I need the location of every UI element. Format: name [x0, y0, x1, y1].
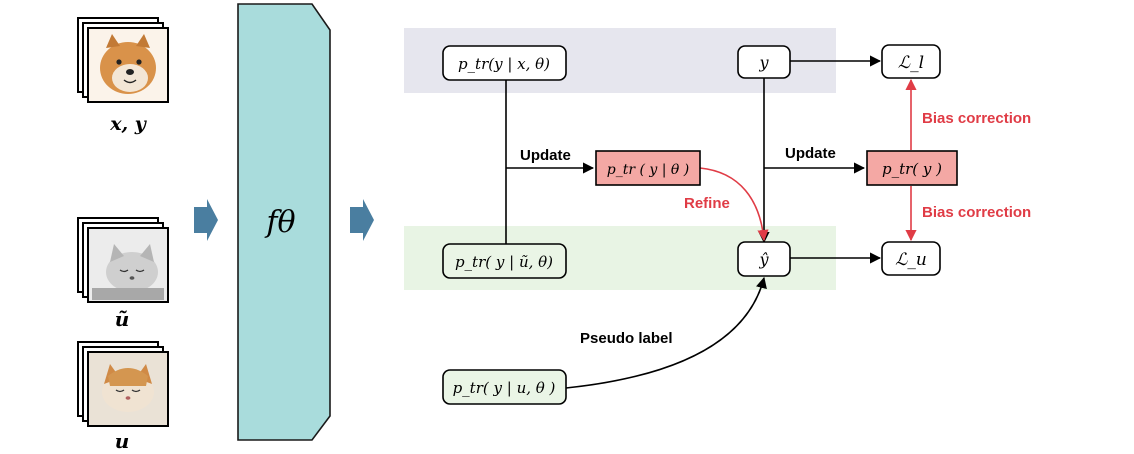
model-to-output-arrow [350, 199, 374, 241]
p-unlabeled-text: p_tr( y | u, θ ) [453, 379, 556, 397]
labeled-image-stack [77, 17, 169, 103]
p-unlabeled-node [442, 369, 567, 405]
update-left-label: Update [520, 147, 571, 164]
update-right-label: Update [785, 145, 836, 162]
gray-cat-image [92, 244, 164, 300]
labeled-input-caption: x, y [109, 113, 148, 135]
p-labeled-text: p_tr(y | x, θ) [458, 55, 550, 73]
dog-image [100, 34, 156, 94]
y-true-node [737, 45, 791, 79]
loss-l-node [881, 44, 941, 79]
loss-u-node [881, 241, 941, 276]
p-y-text: p_tr( y ) [882, 160, 942, 178]
unlabeled-input-caption: u [115, 429, 130, 453]
unlabeled-image-stack [77, 341, 169, 427]
loss-u-text: ℒ_u [895, 250, 927, 270]
pseudo-label-label: Pseudo label [580, 330, 673, 347]
bias-top-label: Bias correction [922, 110, 1031, 127]
model-block [237, 3, 331, 441]
augmented-image-stack [77, 217, 169, 303]
model-label: fθ [264, 205, 295, 240]
pseudo-label-arrow [565, 276, 767, 389]
y-true-text: y [758, 53, 769, 72]
loss-l-text: ℒ_l [898, 53, 924, 73]
augmented-input-caption: ũ [115, 307, 130, 331]
p-augmented-text: p_tr( y | ũ, θ) [455, 253, 553, 271]
p-y-given-theta-text: p_tr ( y | θ ) [607, 162, 690, 178]
refine-label: Refine [684, 195, 730, 212]
bias-bottom-label: Bias correction [922, 204, 1031, 221]
p-y-node [866, 150, 958, 186]
refine-arrow [699, 167, 769, 242]
p-labeled-node [442, 45, 567, 81]
p-augmented-node [442, 243, 567, 279]
input-to-model-arrow [194, 199, 218, 241]
y-hat-text: ŷ [758, 250, 769, 269]
y-hat-node [737, 241, 791, 277]
orange-cat-image [102, 364, 154, 412]
p-y-given-theta-node [595, 150, 701, 186]
